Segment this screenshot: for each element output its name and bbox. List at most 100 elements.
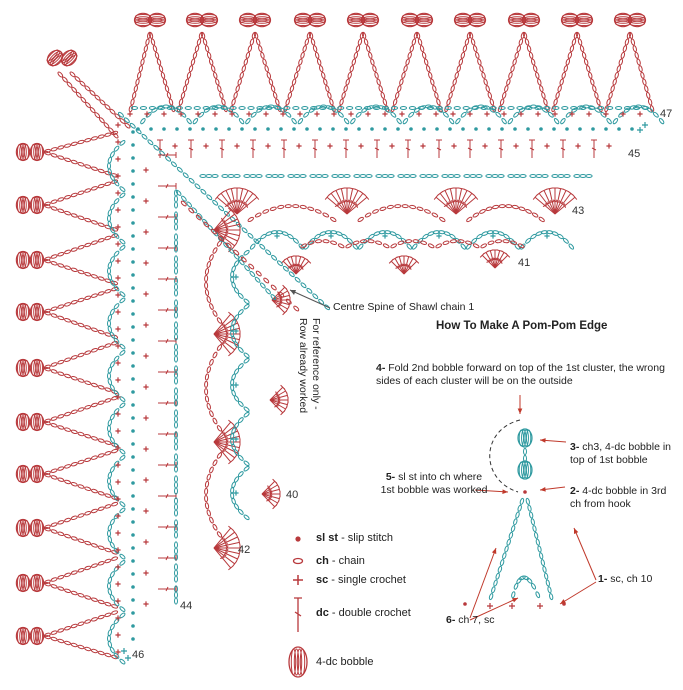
bobble-mark xyxy=(29,412,45,432)
single-crochet-mark xyxy=(399,111,405,117)
double-crochet-stroke xyxy=(250,139,256,158)
chain-stitch xyxy=(513,111,520,118)
chain-stitch xyxy=(80,96,87,103)
chain-stitch xyxy=(465,240,473,245)
chain-stitch xyxy=(156,58,162,66)
chain-stitch xyxy=(568,243,575,250)
top-edge-chain xyxy=(301,106,309,110)
chain-stitch xyxy=(174,591,178,599)
double-crochet-stroke xyxy=(213,547,234,571)
double-crochet-stroke xyxy=(188,139,194,158)
slip-stitch-mark xyxy=(131,611,135,615)
bobble-loop xyxy=(35,627,41,645)
chain-stitch xyxy=(510,65,515,73)
chain-stitch xyxy=(107,267,111,275)
double-crochet-stroke xyxy=(344,187,350,214)
double-crochet-stroke xyxy=(554,188,569,215)
step-1-description: sc, ch 10 xyxy=(610,573,653,585)
chain-stitch xyxy=(113,232,120,239)
double-crochet-stroke xyxy=(213,221,241,231)
chain-stitch xyxy=(473,45,478,53)
chain-stitch xyxy=(204,487,209,496)
slip-stitch-mark xyxy=(422,127,426,131)
chain-stitch xyxy=(321,71,326,79)
top-edge-chain xyxy=(211,106,219,110)
chain-stitch xyxy=(263,277,270,284)
chain-stitch xyxy=(119,350,126,356)
bobble-outline xyxy=(29,412,45,432)
chain-stitch xyxy=(43,472,51,478)
chain-stitch xyxy=(431,174,439,178)
chain-stitch xyxy=(235,85,240,93)
chain-stitch xyxy=(77,621,85,626)
chain-stitch xyxy=(331,174,339,178)
single-crochet-mark xyxy=(115,530,121,536)
chain-stitch xyxy=(368,51,373,59)
chain-stitch xyxy=(516,577,522,584)
chain-stitch xyxy=(380,91,385,99)
single-crochet-mark xyxy=(115,377,121,383)
slip-stitch-mark xyxy=(131,572,135,576)
step-3-text: 3- ch3, 4-dc bobble in top of 1st bobble xyxy=(570,441,680,467)
slip-stitch-mark xyxy=(383,127,387,131)
chain-stitch xyxy=(230,330,235,338)
chain-stitch xyxy=(560,118,566,125)
chain-stitch xyxy=(523,454,527,463)
chain-stitch xyxy=(430,78,435,86)
chain-stitch xyxy=(441,174,449,178)
chain-stitch xyxy=(174,107,181,113)
chain-stitch xyxy=(84,380,92,386)
chain-stitch xyxy=(174,327,178,335)
chain-stitch xyxy=(178,98,184,106)
chain-stitch xyxy=(107,424,111,433)
chain-stitch xyxy=(565,58,571,66)
chain-stitch xyxy=(64,588,72,594)
chain-stitch xyxy=(518,206,526,212)
slip-stitch-mark xyxy=(552,127,556,131)
chain-stitch xyxy=(233,91,238,99)
chain-stitch xyxy=(270,230,278,235)
legend-single-crochet-abbr: sc xyxy=(316,574,329,586)
chain-stitch xyxy=(70,247,78,252)
double-crochet-mark xyxy=(214,545,241,551)
chain-stitch xyxy=(243,298,250,305)
top-edge-chain xyxy=(435,106,443,110)
chain-stitch xyxy=(240,256,247,263)
chain-stitch xyxy=(525,209,532,214)
chain-stitch xyxy=(84,457,92,463)
chain-stitch xyxy=(174,453,178,461)
chain-stitch xyxy=(104,235,112,241)
spine-chain xyxy=(247,232,254,239)
slip-stitch-mark xyxy=(131,234,135,238)
chain-stitch xyxy=(107,325,113,333)
double-crochet-mark xyxy=(236,191,256,215)
double-crochet-stroke xyxy=(213,433,241,443)
chain-stitch xyxy=(255,270,262,277)
chain-stitch xyxy=(206,509,211,517)
chain-stitch xyxy=(212,351,218,359)
single-crochet-mark xyxy=(115,513,121,519)
chain-stitch xyxy=(199,174,207,178)
double-crochet-stroke xyxy=(532,194,556,215)
chain-stitch xyxy=(529,511,534,519)
chain-stitch xyxy=(355,45,361,53)
double-crochet-mark xyxy=(158,586,177,592)
chain-stitch xyxy=(204,380,209,388)
chain-stitch xyxy=(64,625,72,631)
spine-arrow-head xyxy=(290,290,296,295)
chain-stitch xyxy=(337,243,345,249)
chain-stitch xyxy=(361,31,367,39)
legend-double-crochet: dc - double crochet xyxy=(316,607,411,619)
slip-stitch-mark xyxy=(305,127,309,131)
chain-stitch xyxy=(221,174,229,178)
single-crochet-mark xyxy=(535,111,541,117)
chain-stitch xyxy=(543,98,548,106)
chain-stitch xyxy=(94,112,101,119)
legend-slip-stitch-abbr: sl st xyxy=(316,532,339,544)
chain-stitch xyxy=(237,454,244,461)
chain-stitch xyxy=(84,138,92,143)
chain-stitch xyxy=(119,606,126,612)
bobble-outline xyxy=(29,573,45,593)
chain-stitch xyxy=(243,352,250,359)
double-crochet-stroke xyxy=(223,188,238,215)
